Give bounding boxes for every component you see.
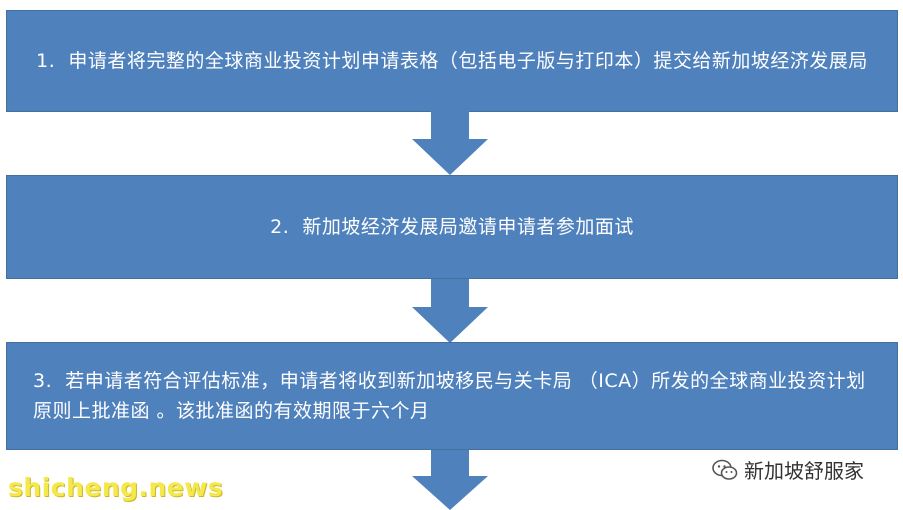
wechat-icon	[712, 459, 738, 480]
step-1-label: 申请者将完整的全球商业投资计划申请表格（包括电子版与打印本）提交给新加坡经济发展…	[68, 50, 868, 72]
step-3-text: 3. 若申请者符合评估标准，申请者将收到新加坡移民与关卡局 （ICA）所发的全球…	[33, 366, 871, 426]
step-2-label: 新加坡经济发展局邀请申请者参加面试	[302, 216, 634, 238]
step-3-label: 若申请者符合评估标准，申请者将收到新加坡移民与关卡局 （ICA）所发的全球商业投…	[33, 370, 866, 422]
step-3-box: 3. 若申请者符合评估标准，申请者将收到新加坡移民与关卡局 （ICA）所发的全球…	[6, 342, 898, 450]
site-watermark: shicheng.news	[8, 473, 224, 502]
step-3-number: 3.	[33, 370, 53, 392]
step-1-text: 1. 申请者将完整的全球商业投资计划申请表格（包括电子版与打印本）提交给新加坡经…	[36, 46, 868, 76]
arrow-down-icon	[412, 111, 488, 175]
arrow-down-icon	[412, 450, 488, 510]
step-2-number: 2.	[270, 216, 290, 238]
step-2-text: 2. 新加坡经济发展局邀请申请者参加面试	[270, 212, 634, 242]
account-watermark: 新加坡舒服家	[712, 455, 864, 484]
step-2-box: 2. 新加坡经济发展局邀请申请者参加面试	[6, 175, 898, 279]
arrow-down-icon	[412, 279, 488, 343]
step-1-number: 1.	[36, 50, 56, 72]
account-name: 新加坡舒服家	[744, 459, 864, 483]
step-1-box: 1. 申请者将完整的全球商业投资计划申请表格（包括电子版与打印本）提交给新加坡经…	[6, 10, 898, 112]
